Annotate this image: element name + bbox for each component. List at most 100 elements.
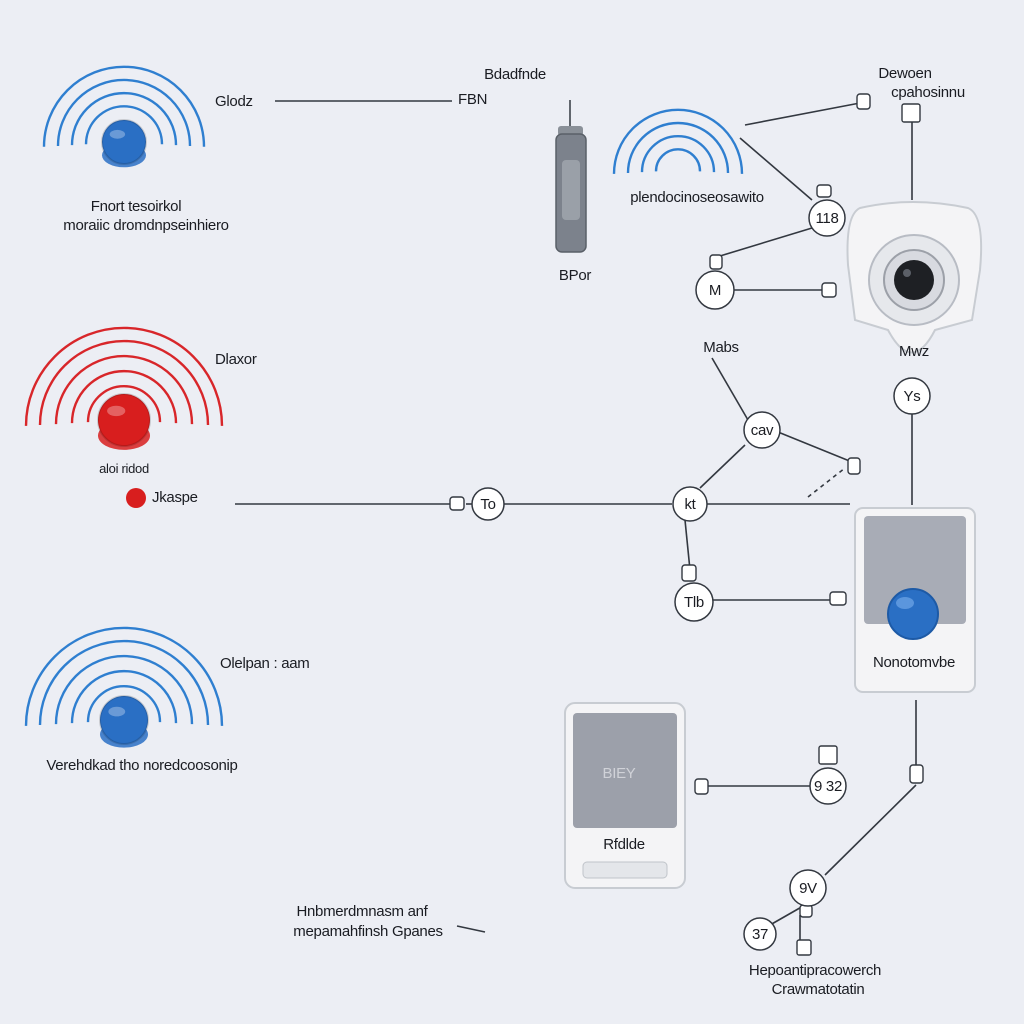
node-circles	[471, 199, 931, 951]
node-label-n11: Ys	[903, 388, 921, 405]
sensor-red-button[interactable]	[97, 393, 151, 447]
sensor-red-signal-arc	[86, 385, 162, 423]
keypad-blue-button[interactable]	[887, 588, 939, 640]
node-circle	[471, 487, 505, 521]
center-sensor-caption: plendocinoseosawito	[630, 189, 764, 206]
small-connectors	[449, 93, 924, 956]
battery-device	[555, 100, 587, 253]
node-label-n3: Mabs	[703, 339, 739, 356]
node-circle	[789, 869, 827, 907]
sensor-red-caption: aloi ridod	[99, 461, 149, 476]
camera-device	[846, 201, 983, 354]
top-device-caption: BPor	[558, 267, 592, 284]
connector-box	[799, 904, 813, 918]
sensor-red-signal-arc	[38, 339, 210, 426]
sensor-bottom-left-button[interactable]	[99, 695, 149, 745]
node-label-n4: cav	[750, 422, 774, 439]
node-label-n9: 9V	[799, 880, 817, 897]
sensor-red-signal-arc	[54, 354, 194, 425]
connector-lines	[235, 100, 917, 945]
node-label-n2: M	[708, 282, 722, 299]
connector-box	[847, 457, 861, 475]
connector-box	[909, 764, 924, 784]
sensor-red-name: Dlaxor	[215, 351, 257, 368]
connector-right-9v	[824, 784, 917, 876]
red-status-dot	[126, 488, 146, 508]
sensor-red-button-highlight	[107, 405, 126, 417]
keypad-right-device	[854, 507, 976, 693]
node-label-n6: kt	[684, 496, 696, 513]
sensor-top-left-caption-2: moraiic dromdnpseinhiero	[63, 217, 229, 234]
bottom-keypad-slot	[582, 861, 668, 879]
sensor-bottom-left-signal-arc	[86, 685, 162, 723]
connector-box	[709, 254, 723, 270]
connector-box	[694, 778, 709, 795]
connector-9v-37	[769, 904, 806, 926]
sensor-bottom-left-button-highlight	[108, 706, 126, 717]
connector-n4-right	[777, 431, 853, 463]
sensor-top-left-name: Glodz	[215, 93, 253, 110]
connector-n2-n1	[719, 227, 813, 257]
sensor-top-left-caption-1: Fnort tesoirkol	[90, 198, 182, 215]
sensor-red-signal-arc	[70, 369, 178, 424]
camera-lens-highlight	[903, 269, 911, 277]
keypad-button-highlight	[896, 597, 914, 609]
sensor-top-left-button-highlight	[109, 129, 126, 139]
camera-lens	[894, 260, 934, 300]
sensor-bottom-left-signal-arc	[54, 654, 194, 725]
sensor-top-left-signal-arc	[84, 105, 164, 145]
connector-box	[796, 939, 812, 956]
sensor-center-signal-arc	[640, 135, 716, 173]
sensor-bottom-left-signal-arc	[70, 669, 178, 724]
connector-box	[681, 564, 697, 582]
node-circle	[808, 199, 846, 237]
sensor-center-signal-arc	[612, 108, 744, 174]
node-circle	[672, 486, 708, 522]
connector-box	[829, 591, 847, 606]
node-circle	[893, 377, 931, 415]
keypad-right-label: Nonotomvbe	[872, 654, 956, 671]
top-device-title: Bdadfnde	[484, 66, 546, 83]
jkaspe-label: Jkaspe	[152, 489, 198, 506]
node-label-n7: Tlb	[684, 594, 704, 611]
bottom-left-text-2: mepamahfinsh Gpanes	[293, 923, 443, 940]
bottom-right-text-1: Hepoantipracowerch	[748, 962, 882, 979]
bottom-left-text-1: Hnbmerdmnasm anf	[296, 903, 428, 920]
node-label-n8: 9 32	[814, 778, 842, 795]
sensor-bottom-left-signal-arc	[24, 626, 224, 726]
sensor-top-left-signal-arc	[56, 78, 192, 146]
bottom-right-text-2: Crawmatotatin	[771, 981, 865, 998]
connector-label-underline	[456, 925, 486, 933]
node-circle	[743, 411, 781, 449]
keypad-screen	[864, 516, 966, 624]
sensor-center-signal-arc	[626, 121, 730, 174]
device-panel	[562, 160, 580, 220]
bottom-keypad-screen-text: BIEY	[602, 765, 636, 782]
connector-n3-n4	[711, 357, 749, 421]
sensor-red-signal-arc	[24, 326, 224, 426]
sensor-center-signal-arc	[654, 148, 702, 172]
connector-box	[856, 93, 871, 110]
camera-title-2: cpahosinnu	[891, 84, 965, 101]
bottom-keypad-label: Rfdlde	[603, 836, 645, 853]
keypad-bottom-device	[564, 702, 686, 889]
connector-kt-down	[684, 519, 691, 571]
sensor-top-left-signal-arc	[70, 91, 178, 146]
node-circle	[695, 270, 735, 310]
node-label-n1: 118	[815, 210, 839, 227]
connector-kt-n4	[699, 444, 746, 489]
connector-box	[449, 496, 465, 511]
node-label-n5: To	[480, 496, 496, 513]
node-label-n10: 37	[751, 926, 769, 943]
connector-center-sensor	[744, 102, 861, 126]
connector-center-n1	[739, 137, 813, 201]
connector-box	[821, 282, 837, 298]
camera-label: Mwz	[899, 343, 929, 360]
sensor-top-left-button[interactable]	[101, 119, 147, 165]
connector-box	[816, 184, 832, 198]
bottom-keypad-screen	[573, 713, 677, 828]
connector-kt-dashed	[807, 467, 846, 498]
connector-box	[818, 745, 838, 765]
sensor-bottom-left-name: Olelpan : aam	[220, 655, 310, 672]
